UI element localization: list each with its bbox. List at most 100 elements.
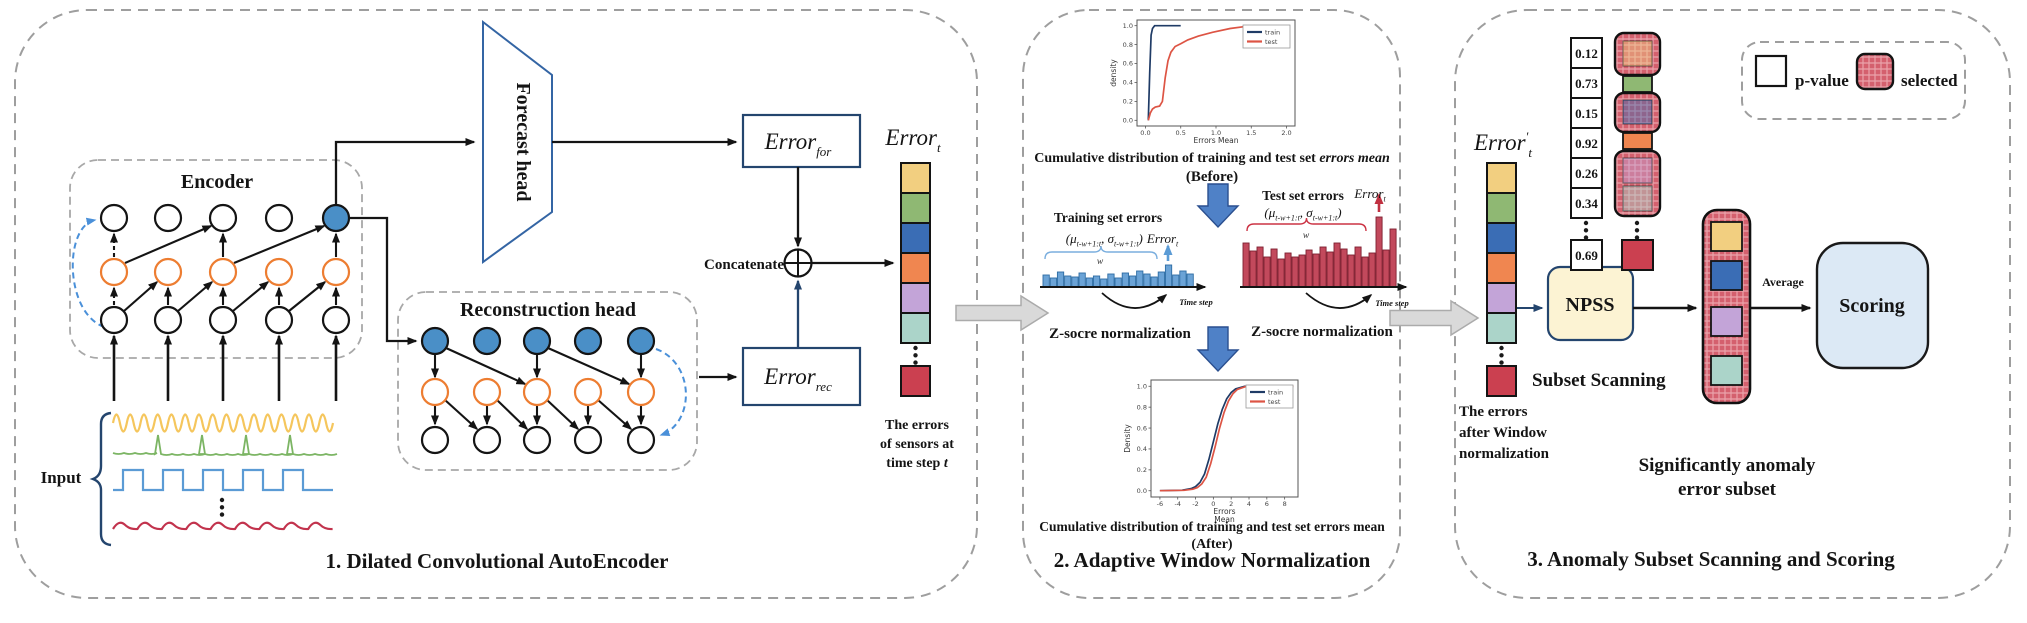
decoder-node [472,326,502,356]
cdf_before-test-curve [1147,24,1255,121]
encoder-node [264,305,294,335]
reconstruction-head-title: Reconstruction head [460,299,636,321]
x-tick-label: 6 [1265,500,1269,508]
label: ) [1336,205,1341,220]
label: for [816,144,832,159]
errors-after-line2: after Window [1459,425,1547,441]
label: t [1176,240,1179,249]
timestep-label-train: Time step [1179,297,1212,307]
test_errors_hist-bar [1270,248,1278,288]
encoder-node [153,203,183,233]
encoder-border [69,159,363,359]
training-set-errors-label: Training set errors [1054,210,1162,225]
label: Error [1353,186,1384,201]
train_errors_hist-bar [1157,271,1165,288]
section3-title: 3. Anomaly Subset Scanning and Scoring [1527,547,1895,571]
train_errors_hist-bar [1179,270,1187,288]
test_errors_hist-bar [1256,246,1264,288]
encoder-hidden-node [321,257,351,287]
decoder-node [522,326,552,356]
timestep-label-test: Time step [1375,298,1408,308]
test_errors_hist-bar [1347,254,1355,288]
train_errors_hist-bar [1064,275,1072,288]
after-caption: Cumulative distribution of training and … [1039,519,1385,534]
decoder-hidden-node [573,377,603,407]
sliding-window-arc [1305,292,1373,309]
stack-ellipsis [913,353,918,358]
test_errors_hist-bar [1326,251,1334,288]
p-value-ellipsis [1583,235,1589,240]
encoder-hidden-node [153,257,183,287]
y-tick-label: 0.8 [1137,403,1147,411]
y-tick-label: 0.6 [1123,60,1133,68]
label: t-w+1:t [1275,214,1300,223]
train_errors_hist-bar [1128,275,1137,288]
y-tick-label: 0.6 [1137,424,1147,432]
label: t-w+1:t [1114,240,1139,249]
error-cell [1486,162,1517,194]
conv-arrow [177,281,214,312]
decoder-node [472,425,502,455]
encoder-hidden-node [99,257,129,287]
error-cell [900,282,931,314]
decoder-node [522,425,552,455]
deconv-arrow [496,399,529,431]
x-tick-label: 0.5 [1176,129,1186,137]
error-cell [900,222,931,254]
test_errors_hist-bar [1277,258,1285,288]
plus-icon [785,250,811,276]
label: Error [764,129,818,154]
legend-selected-label: selected [1901,71,1958,90]
selected-ellipsis [1634,228,1640,233]
training-musigma-label: (μt-w+1:t, σt-w+1:t)Errort [1066,231,1179,249]
conv-arrow [288,281,327,312]
selected-overlay [1622,157,1653,184]
p-value-text: 0.12 [1575,46,1598,61]
cdf_after-train-curve [1159,385,1294,492]
error-rec-label: Errorrec [763,364,832,394]
errors-caption-line3: time step t [886,456,949,471]
label: t-w+1:t [1077,240,1102,249]
section1-title: 1. Dilated Convolutional AutoEncoder [325,549,668,573]
test_errors_hist-bar [1298,254,1306,288]
encoder-node [99,305,129,335]
legend-label: train [1265,29,1280,37]
cdf_before-train-curve [1147,24,1181,121]
train_errors_hist-bar [1164,264,1173,288]
errors-after-line1: The errors [1459,404,1528,420]
latent-to-reconstruction [350,216,418,345]
deconv-arrow [597,399,633,430]
decoder-node [420,425,450,455]
label: t [937,140,941,155]
y-tick-label: 0.4 [1137,445,1147,453]
selected-overlay [1622,99,1653,125]
label: (μ [1264,205,1275,220]
conv-arrow [123,281,159,312]
section1-border [14,9,978,599]
npss-label: NPSS [1566,294,1615,316]
x-tick-label: 2 [1229,500,1233,508]
label: ) [1138,231,1143,246]
zscore-label-train: Z-socre normalization [1049,326,1191,342]
train_errors_hist-bar [1121,272,1129,288]
test_errors_hist-bar [1354,246,1362,288]
latent-to-forecast [334,138,476,204]
train_errors_hist-bar [1085,277,1093,288]
y-axis-label: density [1109,59,1118,87]
w-label-test: w [1303,231,1310,241]
x-tick-label: 8 [1283,500,1287,508]
encoder-hidden-node [264,257,294,287]
error-cell [1486,252,1517,284]
latent-node [321,203,351,233]
scoring-label: Scoring [1839,295,1905,317]
unselected-error-cell [1622,75,1653,93]
x-tick-label: 0.0 [1140,129,1150,137]
test_errors_hist-bar [1291,256,1299,288]
label: t [1528,145,1532,160]
y-tick-label: 0.2 [1137,466,1147,474]
section-transition-arrow [955,294,1050,332]
conv-arrow [232,281,270,312]
x-tick-label: 1.0 [1211,129,1221,137]
subset-error-cell [1710,355,1743,386]
